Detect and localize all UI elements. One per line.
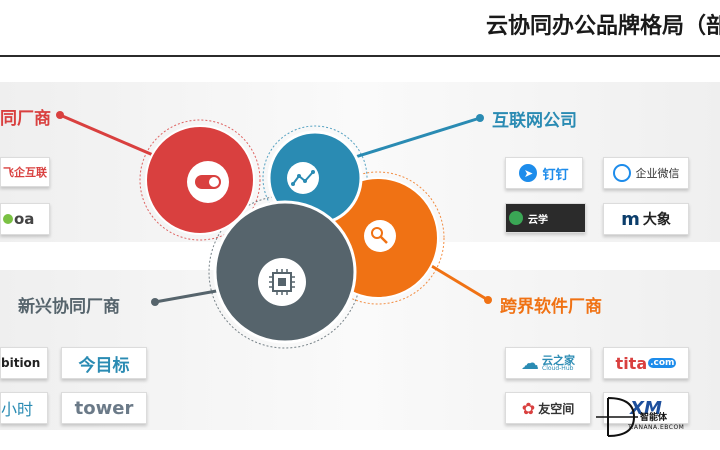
logo-xm: XM bbox=[603, 392, 689, 424]
logo-yunxue: 云学 bbox=[505, 203, 586, 233]
logo-tower: tower bbox=[61, 392, 147, 424]
connector-internet bbox=[351, 116, 481, 160]
ring-crossover bbox=[311, 171, 445, 305]
ring-traditional bbox=[139, 119, 261, 241]
connector-emerging bbox=[154, 288, 223, 304]
logo-xiaoshi: 小时 bbox=[0, 392, 48, 424]
logo-ambition: bition bbox=[0, 347, 48, 379]
watermark-logo-icon bbox=[596, 397, 638, 437]
connector-dot-internet bbox=[476, 114, 484, 122]
oa-mark-icon bbox=[3, 214, 13, 224]
logo-yunzhijia: ☁ 云之家 Cloud-Hub bbox=[505, 347, 591, 379]
toggle-icon bbox=[187, 161, 229, 203]
logo-wework: 企业微信 bbox=[603, 157, 689, 189]
label-internet: 互联网公司 bbox=[492, 111, 577, 131]
watermark: 智能体 T.ANANA.EBCOM bbox=[588, 392, 720, 442]
connector-traditional bbox=[59, 113, 161, 160]
chart-icon bbox=[287, 162, 319, 194]
watermark-text: 智能体 bbox=[640, 413, 668, 423]
page-title: 云协同办公品牌格局（部分 bbox=[485, 14, 720, 39]
connector-crossover bbox=[424, 260, 489, 302]
label-traditional: 同厂商 bbox=[0, 109, 51, 129]
chip-icon bbox=[258, 258, 306, 306]
logo-feiqi: 飞企互联 bbox=[0, 157, 50, 187]
label-crossover: 跨界软件厂商 bbox=[500, 297, 602, 317]
label-emerging: 新兴协同厂商 bbox=[18, 297, 120, 317]
dingtalk-icon: ➤ bbox=[519, 164, 538, 182]
watermark-sub: T.ANANA.EBCOM bbox=[628, 424, 685, 431]
yunxue-icon bbox=[509, 211, 523, 225]
logo-oa: oa bbox=[0, 203, 50, 235]
connector-dot-emerging bbox=[151, 298, 159, 306]
logo-daxiang: m 大象 bbox=[603, 203, 689, 235]
logo-youkongjian: ✿ 友空间 bbox=[505, 392, 591, 424]
search-icon bbox=[364, 220, 396, 252]
wework-icon bbox=[612, 164, 631, 182]
title-divider bbox=[0, 55, 720, 57]
logo-dingding: ➤ 钉钉 bbox=[505, 157, 583, 189]
daxiang-icon: m bbox=[621, 208, 640, 230]
logo-tita: tita .com bbox=[603, 347, 689, 379]
logo-jinmubiao: 今目标 bbox=[61, 347, 147, 379]
connector-dot-traditional bbox=[56, 111, 64, 119]
connector-dot-crossover bbox=[484, 296, 492, 304]
cloud-icon: ☁ bbox=[521, 352, 539, 374]
youkongjian-icon: ✿ bbox=[521, 398, 536, 418]
